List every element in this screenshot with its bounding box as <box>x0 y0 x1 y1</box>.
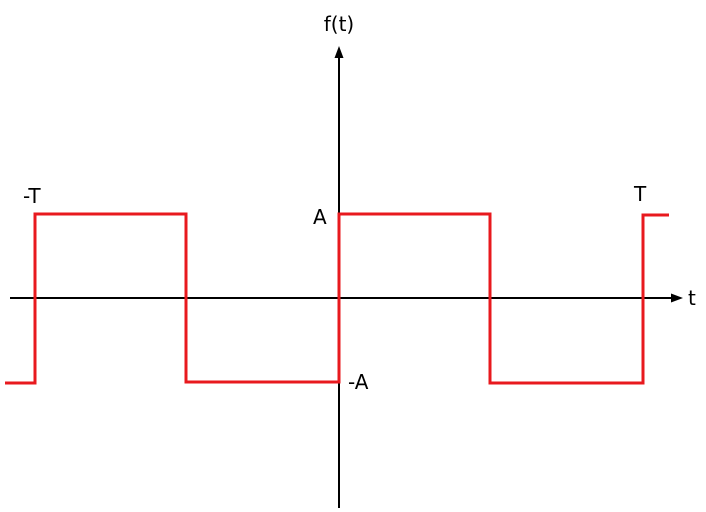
period-label: T <box>633 182 647 206</box>
neg-amplitude-label: -A <box>348 370 369 394</box>
x-axis-label: t <box>688 286 696 310</box>
square-wave-signal <box>5 212 669 385</box>
y-axis-label: f(t) <box>324 12 355 36</box>
amplitude-label: A <box>313 205 327 229</box>
t-axis-arrowhead <box>671 293 683 303</box>
f-axis-arrowhead <box>334 46 344 58</box>
neg-period-label: -T <box>23 184 41 208</box>
